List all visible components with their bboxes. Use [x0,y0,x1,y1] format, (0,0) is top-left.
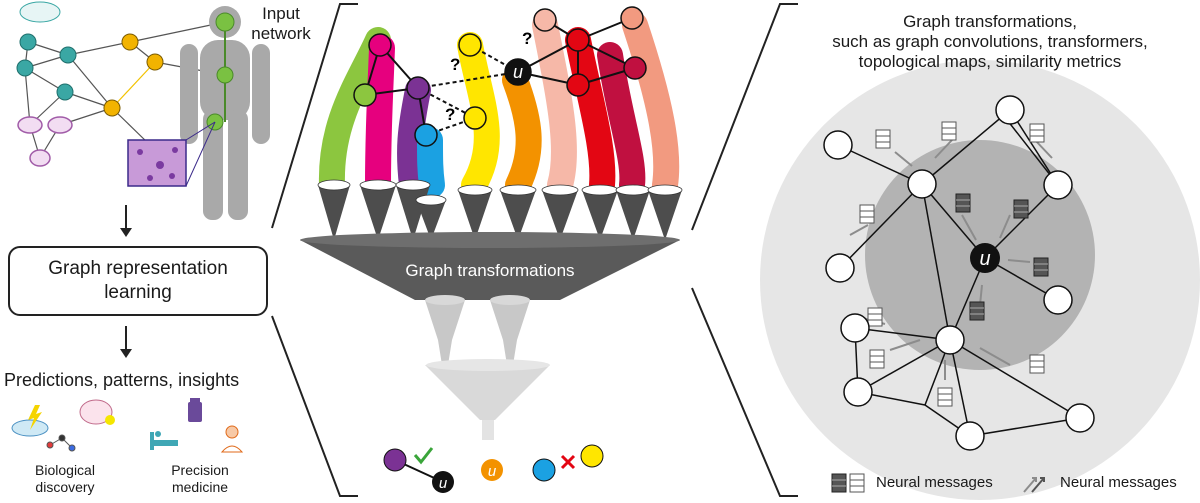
bracket-bottom-left [271,315,358,497]
hospital-bed-icon [150,431,178,450]
right-title-line3: topological maps, similarity metrics [858,52,1122,71]
graph-transformations-funnel [300,232,680,440]
predicted-link: u [383,447,454,493]
legend-label-arrows: Neural messages [1060,474,1177,491]
input-network-label-line1: Input [262,4,300,23]
legend-label-boxes: Neural messages [876,474,993,491]
bio-label-line2: discovery [35,479,95,495]
dna-molecule-icon [46,434,76,452]
target-node [970,243,1000,273]
cross-icon [560,454,576,470]
left-panel-graphics [11,1,270,453]
right-panel-graphics: u [691,3,1200,500]
precision-label-line2: medicine [171,479,229,495]
human-silhouette-icon [180,6,270,220]
precision-label-line1: Precision [171,462,229,478]
arrow-down-icon [120,205,132,237]
input-network-label-line2: network [251,24,311,43]
right-panel-title: Graph transformations, such as graph con… [800,12,1180,72]
check-icon [413,447,434,465]
grl-box-line1: Graph representation [48,258,228,279]
legend-arrows-icon [1023,477,1045,493]
virus-icons [16,33,77,101]
virus-bubble [19,1,61,23]
graph-representation-learning-box: Graph representation learning [8,246,268,316]
message-boxes-dark [955,193,1049,321]
right-title-line1: Graph transformations, [903,12,1077,31]
embedding-cones [318,185,682,240]
doctor-icon [220,425,244,453]
grl-box-line2: learning [104,282,172,303]
funnel-label: Graph transformations [405,261,574,280]
input-network-label: Input network [246,4,316,44]
brain-icon [79,399,115,425]
petri-dish-icon [11,405,49,437]
predicted-u-symbol: u [439,475,448,492]
bracket-top-right [691,3,798,231]
medicine-bottle-icon [188,398,202,422]
center-node-u: u [513,62,523,82]
organ-icons [206,12,235,131]
question-mark-3: ? [445,105,455,124]
target-node-u: u [979,248,990,270]
outputs-title: Predictions, patterns, insights [4,370,240,390]
cell-icons [17,116,73,167]
bracket-bottom-right [691,287,798,497]
arrow-down-icon [120,326,132,358]
legend-message-boxes-icon [831,473,865,493]
center-panel-graphics: u ? ? ? Graph transformations u u [271,3,683,497]
subgraph-nodes [353,6,647,147]
right-title-line2: such as graph convolutions, transformers… [832,32,1148,51]
precision-medicine-label: Precision medicine [150,462,250,496]
rejected-link [532,444,604,482]
bio-label-line1: Biological [35,462,95,478]
message-boxes-light [859,121,1045,407]
question-mark-1: ? [450,55,460,74]
orange-u-symbol: u [488,463,497,480]
question-mark-2: ? [522,29,532,48]
bracket-top-left [271,3,358,229]
orange-u-node: u [481,459,503,481]
biological-discovery-label: Biological discovery [20,462,110,496]
message-graph-nodes [823,95,1095,451]
pill-icons [103,33,164,117]
